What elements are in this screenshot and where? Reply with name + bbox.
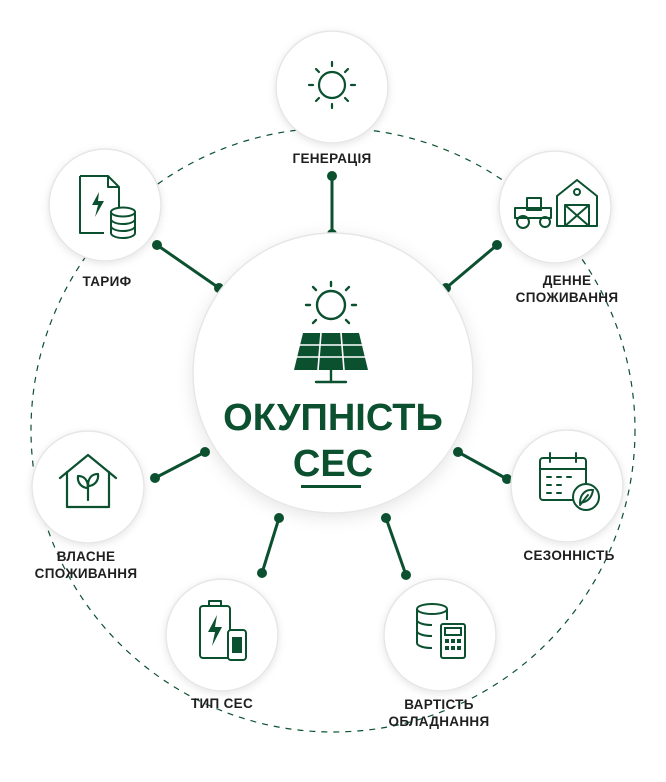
house-plant-icon [58,453,118,509]
label-day-consumption-line1: ДЕННЕ [542,273,592,288]
dashed-ring [30,127,636,733]
center-circle [192,232,474,514]
connector-own-consumption [154,450,206,480]
center-title-line2: СЕС [292,443,374,485]
label-ses-type: ТИП СЕС [191,695,253,712]
solar-panel-icon [294,280,368,384]
battery-phone-icon [199,600,247,661]
label-tariff-text: ТАРИФ [82,274,132,289]
label-generation-text: ГЕНЕРАЦІЯ [292,151,372,166]
connector-ses-type [260,517,281,574]
connectors [150,171,512,580]
sun-icon [307,60,357,110]
label-ses-type-text: ТИП СЕС [190,696,254,711]
label-own-consumption: ВЛАСНЕ СПОЖИВАННЯ [35,548,138,582]
tractor-barn-icon [514,179,598,229]
connector-tariff [156,243,220,290]
document-coins-icon [79,175,136,239]
label-generation: ГЕНЕРАЦІЯ [293,150,372,167]
label-day-consumption: ДЕННЕ СПОЖИВАННЯ [516,272,619,306]
center-underline [301,485,361,488]
node-ses-type-circle [165,578,279,692]
label-equipment-cost-line1: ВАРТІСТЬ [404,697,474,712]
label-seasonality-text: СЕЗОННІСТЬ [523,548,615,563]
label-equipment-cost-line2: ОБЛАДНАННЯ [388,714,490,729]
node-seasonality-circle [510,429,624,543]
center-title-line1: ОКУПНІСТЬ [223,397,443,439]
node-day-consumption-circle [498,150,612,264]
connector-day-consumption [445,243,498,290]
label-seasonality: СЕЗОННІСТЬ [523,547,614,564]
label-tariff: ТАРИФ [83,273,132,290]
node-generation-circle [275,30,389,144]
connector-seasonality [457,450,508,481]
connector-equipment-cost [384,517,408,576]
node-tariff-circle [48,148,162,262]
coins-calculator-icon [416,603,466,659]
label-equipment-cost: ВАРТІСТЬ ОБЛАДНАННЯ [389,696,490,730]
label-own-consumption-line1: ВЛАСНЕ [56,549,116,564]
calendar-leaf-icon [539,452,600,511]
label-day-consumption-line2: СПОЖИВАННЯ [515,290,619,305]
label-own-consumption-line2: СПОЖИВАННЯ [34,566,138,581]
center-title: ОКУПНІСТЬ СЕС [223,395,443,487]
